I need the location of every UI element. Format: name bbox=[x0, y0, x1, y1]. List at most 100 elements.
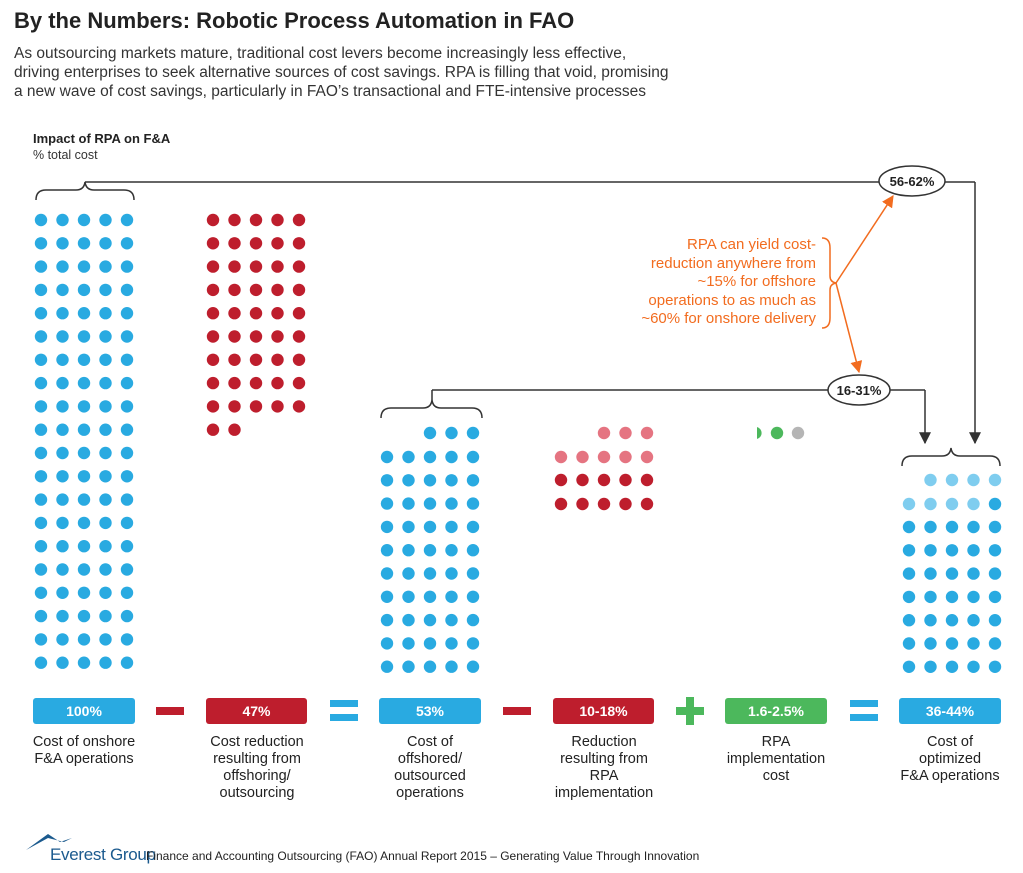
rpa-cost-partial-dot bbox=[757, 427, 762, 439]
page-subtitle: As outsourcing markets mature, tradition… bbox=[14, 44, 774, 101]
offshoring-reduction-dot bbox=[249, 307, 263, 320]
caption-rpa-cost: RPA implementation cost bbox=[706, 734, 846, 785]
onshore-cost-dot bbox=[56, 260, 69, 273]
offshored-cost-dot bbox=[466, 450, 480, 464]
offshoring-reduction-dot bbox=[271, 330, 284, 343]
brace-offshore bbox=[380, 399, 483, 419]
offshored-cost-dot bbox=[445, 474, 458, 487]
onshore-cost-dot bbox=[77, 563, 91, 576]
onshore-cost-dot bbox=[56, 586, 69, 599]
offshored-cost-dot bbox=[380, 497, 394, 510]
onshore-cost-dot bbox=[120, 353, 134, 366]
optimized-cost-dot bbox=[945, 660, 959, 673]
onshore-cost-dot bbox=[34, 586, 48, 599]
rpa-cost-dot bbox=[770, 426, 784, 440]
offshored-cost-dot bbox=[445, 637, 458, 650]
optimized-cost-dot bbox=[967, 614, 980, 627]
caption-onshore-cost: Cost of onshore F&A operations bbox=[14, 734, 154, 768]
offshored-cost-dot bbox=[445, 544, 458, 557]
offshoring-reduction-dot bbox=[228, 423, 241, 436]
offshoring-reduction-dot bbox=[249, 237, 263, 250]
optimized-cost-dot bbox=[924, 544, 937, 557]
onshore-cost-dot bbox=[56, 609, 69, 623]
offshoring-reduction-dot bbox=[228, 376, 241, 390]
caption-line: implementation bbox=[726, 751, 826, 767]
dot-chart: 56-62% 16-31% bbox=[34, 165, 1002, 673]
offshoring-reduction-dot bbox=[249, 353, 263, 366]
callout-arrow-down bbox=[835, 282, 863, 374]
onshore-cost-dot bbox=[99, 283, 112, 297]
onshore-cost-dot bbox=[120, 237, 134, 250]
onshore-cost-dot bbox=[120, 470, 134, 483]
minus-sign bbox=[503, 707, 531, 715]
offshoring-reduction-dot bbox=[228, 213, 241, 227]
caption-line: Cost of bbox=[407, 734, 453, 750]
rpa-reduction-dot bbox=[619, 497, 632, 511]
offshoring-reduction-dot bbox=[249, 213, 263, 227]
badge-rpa-reduction: 10-18% bbox=[553, 698, 654, 724]
offshored-cost-dot bbox=[466, 660, 480, 673]
offshoring-reduction-dot bbox=[206, 260, 220, 273]
onshore-cost-dot bbox=[34, 656, 48, 669]
offshoring-reduction-dot bbox=[271, 283, 284, 297]
optimized-cost-range-dot bbox=[967, 473, 980, 487]
callout-line: reduction anywhere from bbox=[650, 254, 816, 272]
rpa-reduction-range-dot bbox=[576, 450, 589, 464]
onshore-cost-dot bbox=[77, 609, 91, 623]
offshored-cost-dot bbox=[466, 544, 480, 557]
offshored-cost-dot bbox=[402, 474, 415, 487]
optimized-cost-dot bbox=[988, 567, 1002, 580]
offshoring-reduction-dot bbox=[206, 237, 220, 250]
onshore-cost-dot bbox=[99, 307, 112, 320]
onshore-cost-dot bbox=[99, 540, 112, 553]
onshore-cost-dot bbox=[120, 633, 134, 646]
offshoring-reduction-dot bbox=[206, 353, 220, 366]
onshore-cost-dot bbox=[120, 213, 134, 227]
optimized-cost-dot bbox=[988, 590, 1002, 604]
minus-sign bbox=[156, 707, 184, 715]
rpa-callout: RPA can yield cost- reduction anywhere f… bbox=[600, 236, 816, 329]
onshore-cost-dot bbox=[34, 446, 48, 460]
onshore-cost-dot bbox=[56, 656, 69, 669]
onshore-cost-dot bbox=[120, 283, 134, 297]
optimized-cost-dot bbox=[945, 614, 959, 627]
offshoring-reduction-dot bbox=[249, 400, 263, 413]
onshore-cost-dot bbox=[56, 540, 69, 553]
onshore-cost-dot bbox=[77, 260, 91, 273]
onshore-cost-dot bbox=[120, 307, 134, 320]
onshore-cost-dot bbox=[34, 307, 48, 320]
offshoring-reduction-dot bbox=[228, 330, 241, 343]
offshored-cost-dot bbox=[466, 497, 480, 510]
optimized-cost-dot bbox=[902, 590, 916, 604]
onshore-cost-dot bbox=[77, 470, 91, 483]
everest-logo bbox=[26, 834, 72, 850]
onshore-cost-dot bbox=[56, 307, 69, 320]
onshore-cost-dot bbox=[99, 353, 112, 366]
offshored-cost-dot bbox=[402, 567, 415, 580]
onshore-cost-dot bbox=[34, 260, 48, 273]
offshored-cost-dot bbox=[445, 450, 458, 464]
onshore-cost-dot bbox=[77, 307, 91, 320]
offshored-cost-dot bbox=[445, 520, 458, 534]
offshored-cost-dot bbox=[423, 613, 437, 627]
offshored-cost-dot bbox=[466, 567, 480, 580]
onshore-cost-dot bbox=[34, 609, 48, 623]
callout-brace bbox=[821, 237, 837, 329]
optimized-cost-dot bbox=[945, 567, 959, 580]
offshoring-reduction-dot bbox=[206, 283, 220, 297]
caption-rpa-reduction: Reduction resulting from RPA implementat… bbox=[534, 734, 674, 802]
onshore-cost-dot bbox=[120, 586, 134, 599]
offshoring-reduction-dot bbox=[271, 400, 284, 413]
offshoring-reduction-dot bbox=[206, 400, 220, 413]
optimized-cost-dot bbox=[924, 614, 937, 627]
onshore-cost-dot bbox=[34, 213, 48, 227]
optimized-cost-range-dot bbox=[967, 497, 980, 511]
offshored-cost-dot bbox=[402, 450, 415, 464]
offshoring-reduction-dot bbox=[206, 330, 220, 343]
rpa-reduction-dot bbox=[640, 473, 654, 487]
caption-line: resulting from bbox=[213, 751, 301, 767]
onshore-cost-dot bbox=[99, 237, 112, 250]
offshored-cost-dot bbox=[445, 497, 458, 510]
rpa-reduction-range-dot bbox=[640, 426, 654, 440]
onshore-cost-dot bbox=[77, 237, 91, 250]
